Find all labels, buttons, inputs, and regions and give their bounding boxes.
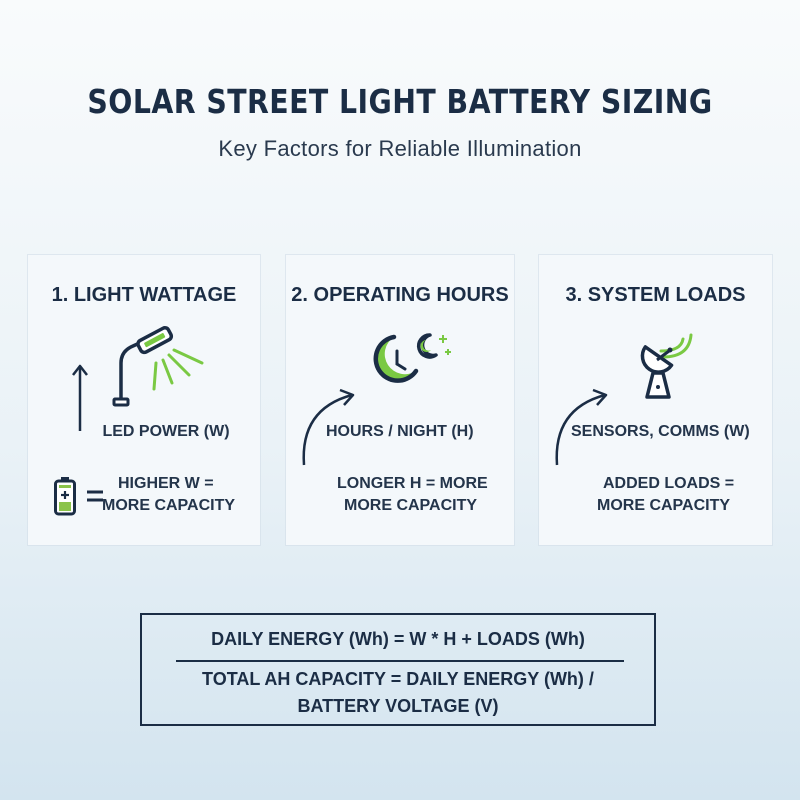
card-system-loads: 3. SYSTEM LOADS SENSORS, COMMS (W) ADDED… (539, 255, 772, 545)
formula-numerator: DAILY ENERGY (Wh) = W * H + LOADS (Wh) (211, 629, 585, 649)
result-line: ADDED LOADS = (603, 475, 735, 492)
result-line: MORE CAPACITY (597, 497, 731, 514)
up-arrow-icon (72, 364, 88, 431)
curved-arrow-icon (555, 388, 608, 466)
formula-denominator: TOTAL AH CAPACITY = DAILY ENERGY (Wh) / … (142, 666, 654, 720)
result-line: LONGER H = MORE (337, 475, 488, 492)
card-title: 3. SYSTEM LOADS (565, 284, 746, 306)
card-operating-hours: 2. OPERATING HOURS HOURS / NIGHT (H) LON… (286, 255, 514, 545)
formula-box: DAILY ENERGY (Wh) = W * H + LOADS (Wh) T… (140, 613, 656, 726)
battery-icon (54, 477, 76, 516)
street-light-icon (112, 326, 204, 407)
equals-icon (87, 490, 103, 502)
page-title: SOLAR STREET LIGHT BATTERY SIZING (87, 82, 713, 121)
clock-moon-icon (373, 333, 451, 383)
curved-arrow-icon (302, 388, 355, 466)
result-line: HIGHER W = (118, 475, 214, 492)
result-text: ADDED LOADS = MORE CAPACITY (597, 473, 747, 517)
page-subtitle: Key Factors for Reliable Illumination (218, 136, 582, 161)
result-text: HIGHER W = MORE CAPACITY (102, 473, 252, 517)
fraction-bar (176, 660, 624, 662)
factor-label: LED POWER (W) (102, 423, 230, 440)
card-title: 1. LIGHT WATTAGE (51, 284, 237, 306)
formula-denominator-line: BATTERY VOLTAGE (V) (297, 696, 499, 716)
card-title: 2. OPERATING HOURS (291, 284, 509, 306)
result-line: MORE CAPACITY (344, 497, 478, 514)
satellite-dish-icon (640, 333, 693, 399)
factor-label: SENSORS, COMMS (W) (571, 423, 750, 440)
formula-denominator-line: TOTAL AH CAPACITY = DAILY ENERGY (Wh) / (202, 669, 594, 689)
result-line: MORE CAPACITY (102, 497, 236, 514)
card-light-wattage: 1. LIGHT WATTAGE LED POWER (W) HIGHER W … (28, 255, 260, 545)
factor-label: HOURS / NIGHT (H) (326, 423, 474, 440)
result-text: LONGER H = MORE MORE CAPACITY (336, 473, 488, 517)
